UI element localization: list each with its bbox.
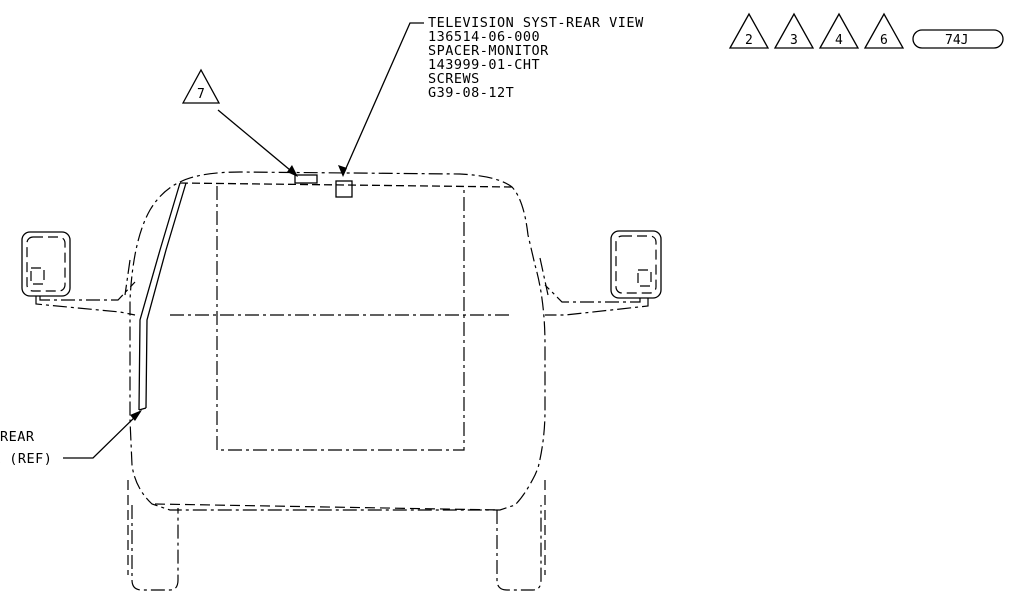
main-callout: TELEVISION SYST-REAR VIEW 136514-06-000 … bbox=[428, 15, 644, 101]
leader-lines bbox=[63, 22, 424, 459]
callout-line-6: G39-08-12T bbox=[428, 85, 514, 101]
left-callout-line-2: R (REF) bbox=[0, 451, 52, 467]
revision-tag-2: 2 bbox=[728, 12, 770, 49]
revision-tags: 2 3 4 6 74J bbox=[728, 12, 1004, 49]
callout-triangle-7: 7 bbox=[181, 68, 221, 104]
svg-text:7: 7 bbox=[197, 87, 205, 102]
revision-tag-4: 4 bbox=[818, 12, 860, 49]
zone-tag-74j: 74J bbox=[912, 29, 1004, 49]
revision-tag-3: 3 bbox=[773, 12, 815, 49]
svg-text:74J: 74J bbox=[945, 33, 968, 48]
callout-line-5: SCREWS bbox=[428, 71, 480, 87]
left-callout: REAR R (REF) bbox=[0, 429, 52, 467]
left-mirror bbox=[21, 231, 136, 316]
spacer-monitor-part bbox=[294, 174, 353, 198]
callout-line-3: SPACER-MONITOR bbox=[428, 43, 549, 59]
right-wheel bbox=[496, 480, 546, 591]
callout-line-2: 136514-06-000 bbox=[428, 29, 540, 45]
svg-text:2: 2 bbox=[745, 33, 753, 48]
vehicle-body bbox=[129, 171, 546, 511]
svg-text:3: 3 bbox=[790, 33, 798, 48]
left-wheel bbox=[127, 480, 179, 591]
left-callout-line-1: REAR bbox=[0, 429, 35, 445]
revision-tag-6: 6 bbox=[863, 12, 905, 49]
svg-text:6: 6 bbox=[880, 33, 888, 48]
camera-harness bbox=[138, 182, 187, 411]
callout-line-1: TELEVISION SYST-REAR VIEW bbox=[428, 15, 644, 31]
callout-line-4: 143999-01-CHT bbox=[428, 57, 540, 73]
right-mirror bbox=[539, 230, 662, 316]
rear-window bbox=[170, 186, 512, 451]
svg-text:4: 4 bbox=[835, 33, 843, 48]
